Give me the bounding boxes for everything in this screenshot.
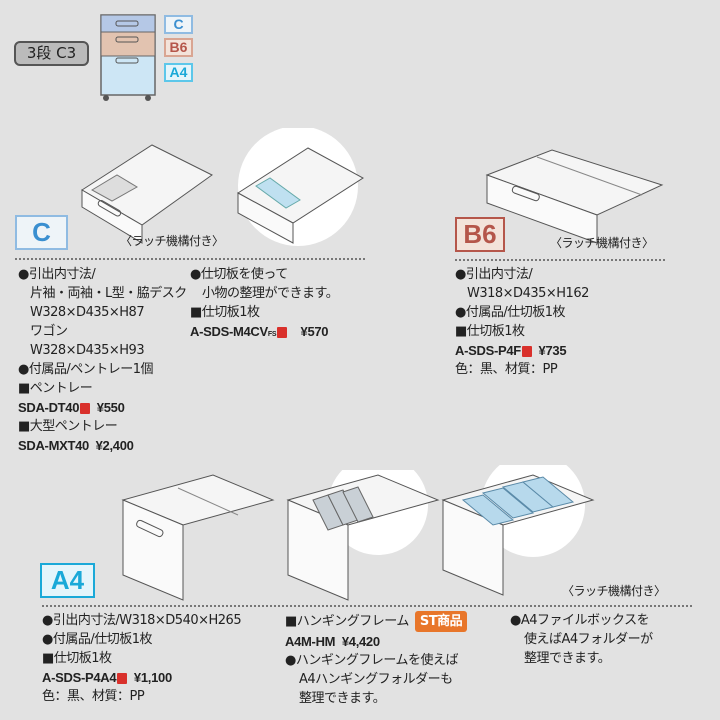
product-code: SDA-DT40	[18, 400, 80, 415]
tag-icon	[117, 673, 128, 685]
product-price: ¥4,420	[341, 634, 380, 649]
drawer-image-a4-filebox	[441, 465, 595, 596]
b6-spec: ●引出内寸法/ W318×D435×H162 ●付属品/仕切板1枚 ■仕切板1枚…	[455, 265, 589, 379]
model-badge: 3段 C3	[14, 41, 89, 66]
spec-line: 整理できます。	[524, 651, 611, 666]
spec-line: 片袖・両袖・L型・脇デスク	[30, 286, 187, 301]
spec-line: 小物の整理ができます。	[202, 286, 339, 301]
spec-line: W318×D435×H162	[467, 286, 589, 301]
divider-b6	[455, 259, 665, 261]
section-label-b6: B6	[455, 217, 505, 252]
tag-icon	[521, 346, 532, 358]
product-code: SDA-MXT40	[18, 438, 89, 453]
spec-line: ●付属品/仕切板1枚	[42, 632, 153, 647]
drawer-tag-c: C	[164, 15, 193, 34]
product-a4m-hm: A4M-HM ¥4,420	[285, 632, 467, 651]
product-code: A4M-HM	[285, 634, 336, 649]
a4-spec-col2: ■ハンギングフレーム ST商品 A4M-HM ¥4,420 ●ハンギングフレームを…	[285, 611, 468, 708]
spec-line: A4ハンギングフォルダーも	[299, 672, 453, 687]
tag-icon	[277, 327, 288, 339]
product-a-sds-p4a4: A-SDS-P4A4 ¥1,100	[42, 668, 241, 687]
spec-line: ■仕切板1枚	[455, 324, 525, 339]
product-suffix: FS	[267, 331, 277, 338]
drawer-tag-b6: B6	[164, 38, 193, 57]
drawer-image-a4-divider	[121, 474, 275, 601]
spec-line: ワゴン	[30, 324, 68, 339]
spec-line: ●付属品/ペントレー1個	[18, 362, 153, 377]
spec-line: W328×D435×H93	[30, 343, 145, 358]
c-spec-left: ●引出内寸法/ 片袖・両袖・L型・脇デスク W328×D435×H87 ワゴン …	[18, 265, 187, 455]
spec-line: ●A4ファイルボックスを	[510, 613, 650, 628]
product-price: ¥735	[538, 343, 567, 358]
cabinet-icon	[100, 14, 156, 101]
spec-line: ■仕切板1枚	[190, 305, 260, 320]
tag-icon	[80, 403, 91, 415]
divider-c	[15, 258, 365, 260]
spec-line: ●仕切板を使って	[190, 267, 288, 282]
product-a-sds-p4f: A-SDS-P4F ¥735	[455, 341, 589, 360]
product-sda-mxt40: SDA-MXT40 ¥2,400	[18, 436, 187, 455]
spec-line: 整理できます。	[299, 691, 386, 706]
st-badge: ST商品	[414, 611, 468, 632]
spec-line: ■大型ペントレー	[18, 419, 118, 434]
product-price: ¥570	[300, 324, 329, 339]
product-sda-dt40: SDA-DT40 ¥550	[18, 398, 187, 417]
spec-line: ●引出内寸法/W318×D540×H265	[42, 613, 242, 628]
product-price: ¥550	[96, 400, 125, 415]
spec-line: ■仕切板1枚	[42, 651, 112, 666]
divider-a4	[42, 605, 692, 607]
product-price: ¥1,100	[133, 670, 172, 685]
spec-line: W328×D435×H87	[30, 305, 145, 320]
spec-line: ■ペントレー	[18, 381, 93, 396]
latch-note-a4: 〈ラッチ機構付き〉	[562, 584, 666, 598]
spec-line: ●ハンギングフレームを使えば	[285, 653, 458, 668]
material-note: 色：黒、材質：PP	[42, 689, 145, 704]
a4-spec-col3: ●A4ファイルボックスを 使えばA4フォルダーが 整理できます。	[510, 611, 653, 668]
drawer-image-b6	[485, 149, 664, 244]
hanging-frame-title: ■ハンギングフレーム ST商品	[285, 611, 468, 632]
spec-line: 使えばA4フォルダーが	[524, 632, 653, 647]
spec-line: ●引出内寸法/	[18, 267, 96, 282]
spec-line: ●引出内寸法/	[455, 267, 533, 282]
a4-spec-col1: ●引出内寸法/W318×D540×H265 ●付属品/仕切板1枚 ■仕切板1枚 …	[42, 611, 242, 706]
latch-note-b6: 〈ラッチ機構付き〉	[550, 236, 654, 250]
spec-line: ■ハンギングフレーム	[285, 614, 409, 629]
section-label-a4: A4	[40, 563, 95, 598]
product-price: ¥2,400	[95, 438, 134, 453]
product-a-sds-m4cv: A-SDS-M4CVFS ¥570	[190, 322, 338, 344]
spec-line: ●付属品/仕切板1枚	[455, 305, 565, 320]
material-note: 色：黒、材質：PP	[455, 362, 558, 377]
c-spec-right: ●仕切板を使って 小物の整理ができます。 ■仕切板1枚 A-SDS-M4CVFS…	[190, 265, 339, 344]
drawer-tag-a4: A4	[164, 63, 193, 82]
product-code: A-SDS-P4A4	[42, 670, 117, 685]
drawer-image-c-divider	[237, 128, 364, 246]
drawer-image-a4-hanging	[286, 470, 440, 601]
drawer-image-c-pentray	[81, 144, 213, 244]
latch-note-c: 〈ラッチ機構付き〉	[120, 234, 224, 248]
product-code: A-SDS-P4F	[455, 343, 521, 358]
product-code: A-SDS-M4CV	[190, 324, 268, 339]
section-label-c: C	[15, 215, 68, 250]
